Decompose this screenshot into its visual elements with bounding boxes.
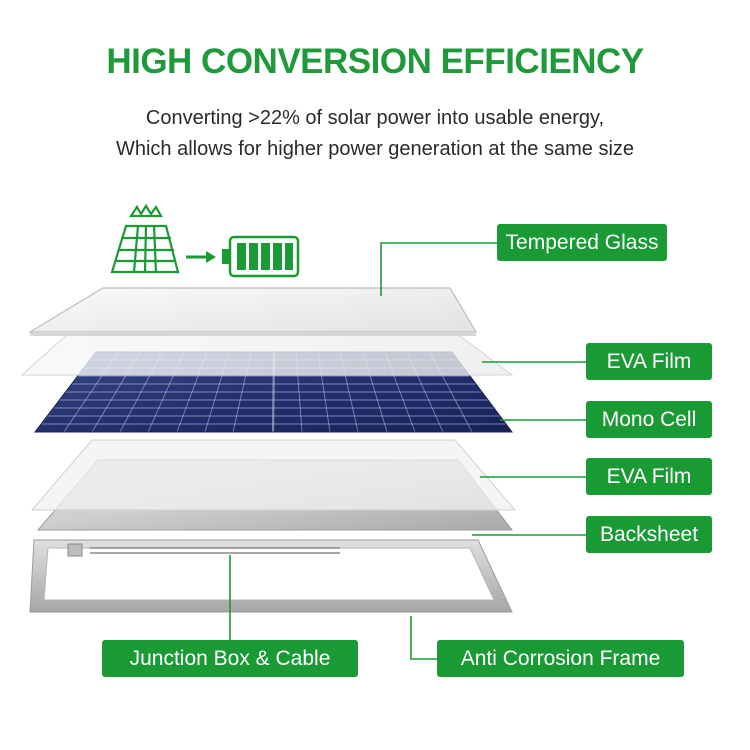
eva-film-top-layer xyxy=(20,329,514,376)
label-mono-cell: Mono Cell xyxy=(586,401,712,438)
eva-film-bottom-layer xyxy=(30,439,517,511)
label-frame: Anti Corrosion Frame xyxy=(437,640,684,677)
solar-panel-icon xyxy=(110,203,180,274)
label-junction-box: Junction Box & Cable xyxy=(102,640,358,677)
aluminium-frame xyxy=(29,539,513,613)
arrow-right-icon xyxy=(186,251,216,263)
subtitle-line-2: Which allows for higher power generation… xyxy=(115,138,635,160)
label-tempered-glass: Tempered Glass xyxy=(497,224,667,261)
battery-icon xyxy=(222,235,300,278)
subtitle: Converting >22% of solar power into usab… xyxy=(0,103,750,165)
label-backsheet: Backsheet xyxy=(586,516,712,553)
connector-frame xyxy=(410,616,437,660)
label-eva-film-top: EVA Film xyxy=(586,343,712,380)
page-title: HIGH CONVERSION EFFICIENCY xyxy=(106,42,644,81)
tempered-glass-layer xyxy=(27,287,478,336)
subtitle-line-1: Converting >22% of solar power into usab… xyxy=(145,107,605,129)
label-eva-film-bottom: EVA Film xyxy=(586,458,712,495)
connector-tempered-glass xyxy=(380,242,497,296)
